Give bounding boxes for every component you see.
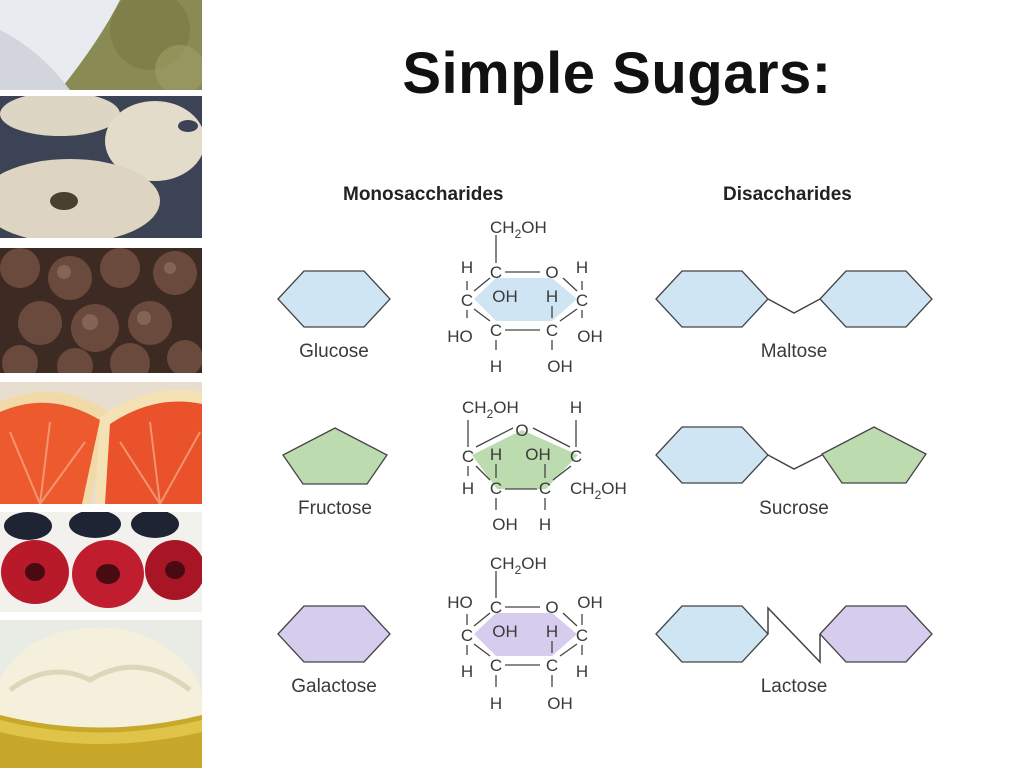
fructose-ring-shade bbox=[472, 430, 578, 489]
svg-text:C: C bbox=[490, 263, 502, 282]
sucrose-label: Sucrose bbox=[759, 498, 829, 519]
svg-text:H: H bbox=[461, 662, 473, 681]
svg-text:OH: OH bbox=[492, 515, 518, 534]
sucrose-pentagon bbox=[821, 426, 927, 484]
glucose-label: Glucose bbox=[299, 341, 369, 362]
svg-text:H: H bbox=[490, 445, 502, 464]
lactose-label: Lactose bbox=[761, 676, 828, 697]
svg-text:C: C bbox=[490, 598, 502, 617]
sucrose-bond bbox=[767, 454, 823, 470]
svg-text:H: H bbox=[462, 479, 474, 498]
svg-text:HO: HO bbox=[447, 593, 473, 612]
cookies-photo bbox=[0, 96, 202, 238]
svg-text:O: O bbox=[545, 598, 558, 617]
svg-text:C: C bbox=[576, 291, 588, 310]
svg-text:CH2OH: CH2OH bbox=[570, 479, 627, 502]
glucose-ring-shade bbox=[474, 278, 577, 321]
fructose-pentagon bbox=[282, 427, 388, 485]
svg-text:C: C bbox=[539, 479, 551, 498]
svg-text:C: C bbox=[462, 447, 474, 466]
svg-text:C: C bbox=[546, 656, 558, 675]
galactose-structure: CH2OH HO C O OH C OH H C H C C H H OH bbox=[447, 554, 603, 713]
maltose-hexagon-2 bbox=[819, 270, 933, 328]
structure-bonds bbox=[466, 235, 583, 687]
lactose-bond bbox=[767, 606, 821, 664]
glucose-hexagon bbox=[277, 270, 391, 328]
maltose-label: Maltose bbox=[761, 341, 828, 362]
monosaccharides-heading: Monosaccharides bbox=[343, 184, 504, 205]
sugar-photo bbox=[0, 0, 202, 90]
svg-text:C: C bbox=[576, 626, 588, 645]
svg-text:HO: HO bbox=[447, 327, 473, 346]
svg-text:CH2OH: CH2OH bbox=[490, 554, 547, 577]
maltose-bond bbox=[767, 298, 821, 314]
photo-strip bbox=[0, 0, 202, 768]
svg-text:H: H bbox=[576, 662, 588, 681]
svg-text:C: C bbox=[570, 447, 582, 466]
ice-cream-photo bbox=[0, 620, 202, 768]
svg-text:H: H bbox=[576, 258, 588, 277]
berries-photo bbox=[0, 512, 202, 612]
svg-text:C: C bbox=[546, 321, 558, 340]
galactose-hexagon bbox=[277, 605, 391, 663]
galactose-label: Galactose bbox=[291, 676, 377, 697]
grapefruit-photo bbox=[0, 382, 202, 504]
fructose-structure: CH2OH H O C H OH C H C C CH2OH OH H bbox=[462, 398, 627, 534]
svg-text:C: C bbox=[461, 291, 473, 310]
disaccharides-heading: Disaccharides bbox=[723, 184, 852, 205]
slide-title: Simple Sugars: bbox=[402, 41, 832, 106]
svg-text:C: C bbox=[490, 656, 502, 675]
svg-text:H: H bbox=[570, 398, 582, 417]
svg-text:OH: OH bbox=[577, 593, 603, 612]
svg-text:OH: OH bbox=[525, 445, 551, 464]
chocolate-chips-photo bbox=[0, 248, 202, 373]
svg-text:H: H bbox=[490, 357, 502, 376]
galactose-ring-shade bbox=[474, 613, 577, 656]
svg-text:OH: OH bbox=[492, 622, 518, 641]
lactose-hexagon-2 bbox=[819, 605, 933, 663]
maltose-hexagon-1 bbox=[655, 270, 769, 328]
svg-text:C: C bbox=[461, 626, 473, 645]
svg-text:H: H bbox=[546, 622, 558, 641]
svg-text:C: C bbox=[490, 479, 502, 498]
svg-text:OH: OH bbox=[547, 357, 573, 376]
glucose-structure: CH2OH H C O H C OH H C HO C C OH H OH bbox=[447, 218, 603, 376]
svg-text:H: H bbox=[461, 258, 473, 277]
svg-text:CH2OH: CH2OH bbox=[490, 218, 547, 241]
svg-text:O: O bbox=[515, 421, 528, 440]
svg-text:OH: OH bbox=[577, 327, 603, 346]
sucrose-hexagon bbox=[655, 426, 769, 484]
lactose-hexagon-1 bbox=[655, 605, 769, 663]
svg-text:C: C bbox=[490, 321, 502, 340]
svg-text:H: H bbox=[546, 287, 558, 306]
svg-text:O: O bbox=[545, 263, 558, 282]
svg-text:H: H bbox=[539, 515, 551, 534]
svg-text:OH: OH bbox=[547, 694, 573, 713]
svg-text:H: H bbox=[490, 694, 502, 713]
fructose-label: Fructose bbox=[298, 498, 372, 519]
svg-text:CH2OH: CH2OH bbox=[462, 398, 519, 421]
svg-text:OH: OH bbox=[492, 287, 518, 306]
